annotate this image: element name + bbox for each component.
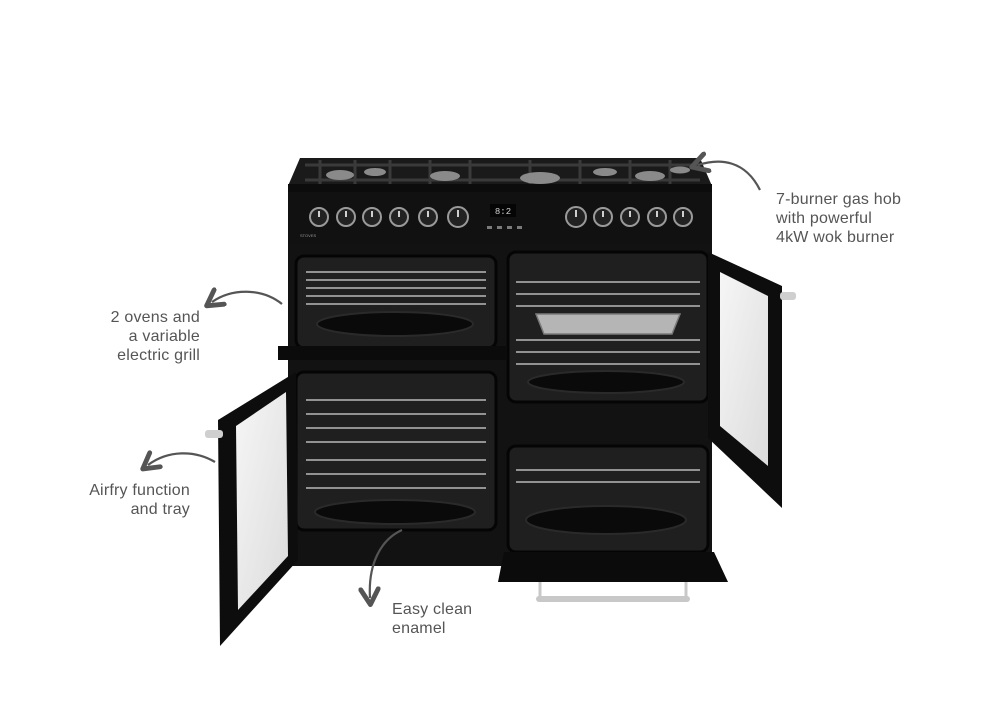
clock-display xyxy=(490,204,516,217)
right-lower-oven-door xyxy=(498,552,728,582)
hob-arrow xyxy=(698,162,761,191)
callout-ovens: 2 ovens and a variable electric grill xyxy=(60,308,200,365)
callout-enamel-line-2: enamel xyxy=(392,620,446,637)
callout-ovens-line-3: electric grill xyxy=(117,347,200,364)
left-oven xyxy=(205,370,498,646)
gas-hob xyxy=(288,158,712,192)
burner-4 xyxy=(520,172,560,184)
burner-3 xyxy=(430,171,460,181)
burner-5 xyxy=(593,168,617,176)
left-door-handle xyxy=(205,430,223,438)
callout-hob-line-1: 7-burner gas hob xyxy=(776,191,902,208)
control-panel: 8:2 STOVES xyxy=(288,192,712,244)
brand-badge: STOVES xyxy=(300,233,316,238)
grill-door xyxy=(278,346,506,360)
right-door-handle xyxy=(780,292,796,300)
callout-airfry-line-2: and tray xyxy=(130,501,190,518)
callout-ovens-line-1: 2 ovens and xyxy=(110,309,200,326)
burner-7 xyxy=(670,166,690,174)
right-lower-oven xyxy=(498,444,728,602)
callout-ovens-line-2: a variable xyxy=(128,328,200,345)
right-upper-oven xyxy=(506,250,796,508)
airfry-arrow xyxy=(148,453,216,465)
callout-enamel: Easy clean enamel xyxy=(392,600,472,638)
burner-6 xyxy=(635,171,665,181)
burner-1 xyxy=(326,170,354,180)
grill-compartment xyxy=(278,254,506,384)
enamel-arrow xyxy=(370,528,403,598)
callout-airfry: Airfry function and tray xyxy=(40,481,190,519)
callout-airfry-line-1: Airfry function xyxy=(89,482,190,499)
clock-display-text: 8:2 xyxy=(495,207,511,217)
ovens-arrow xyxy=(212,292,283,304)
callout-enamel-line-1: Easy clean xyxy=(392,601,473,618)
callout-hob: 7-burner gas hob with powerful 4kW wok b… xyxy=(776,190,901,247)
burner-2 xyxy=(364,168,386,176)
callout-hob-line-3: 4kW wok burner xyxy=(776,229,895,246)
lower-door-handle xyxy=(536,596,690,602)
callout-hob-line-2: with powerful xyxy=(776,210,872,227)
airfry-tray xyxy=(534,313,682,335)
